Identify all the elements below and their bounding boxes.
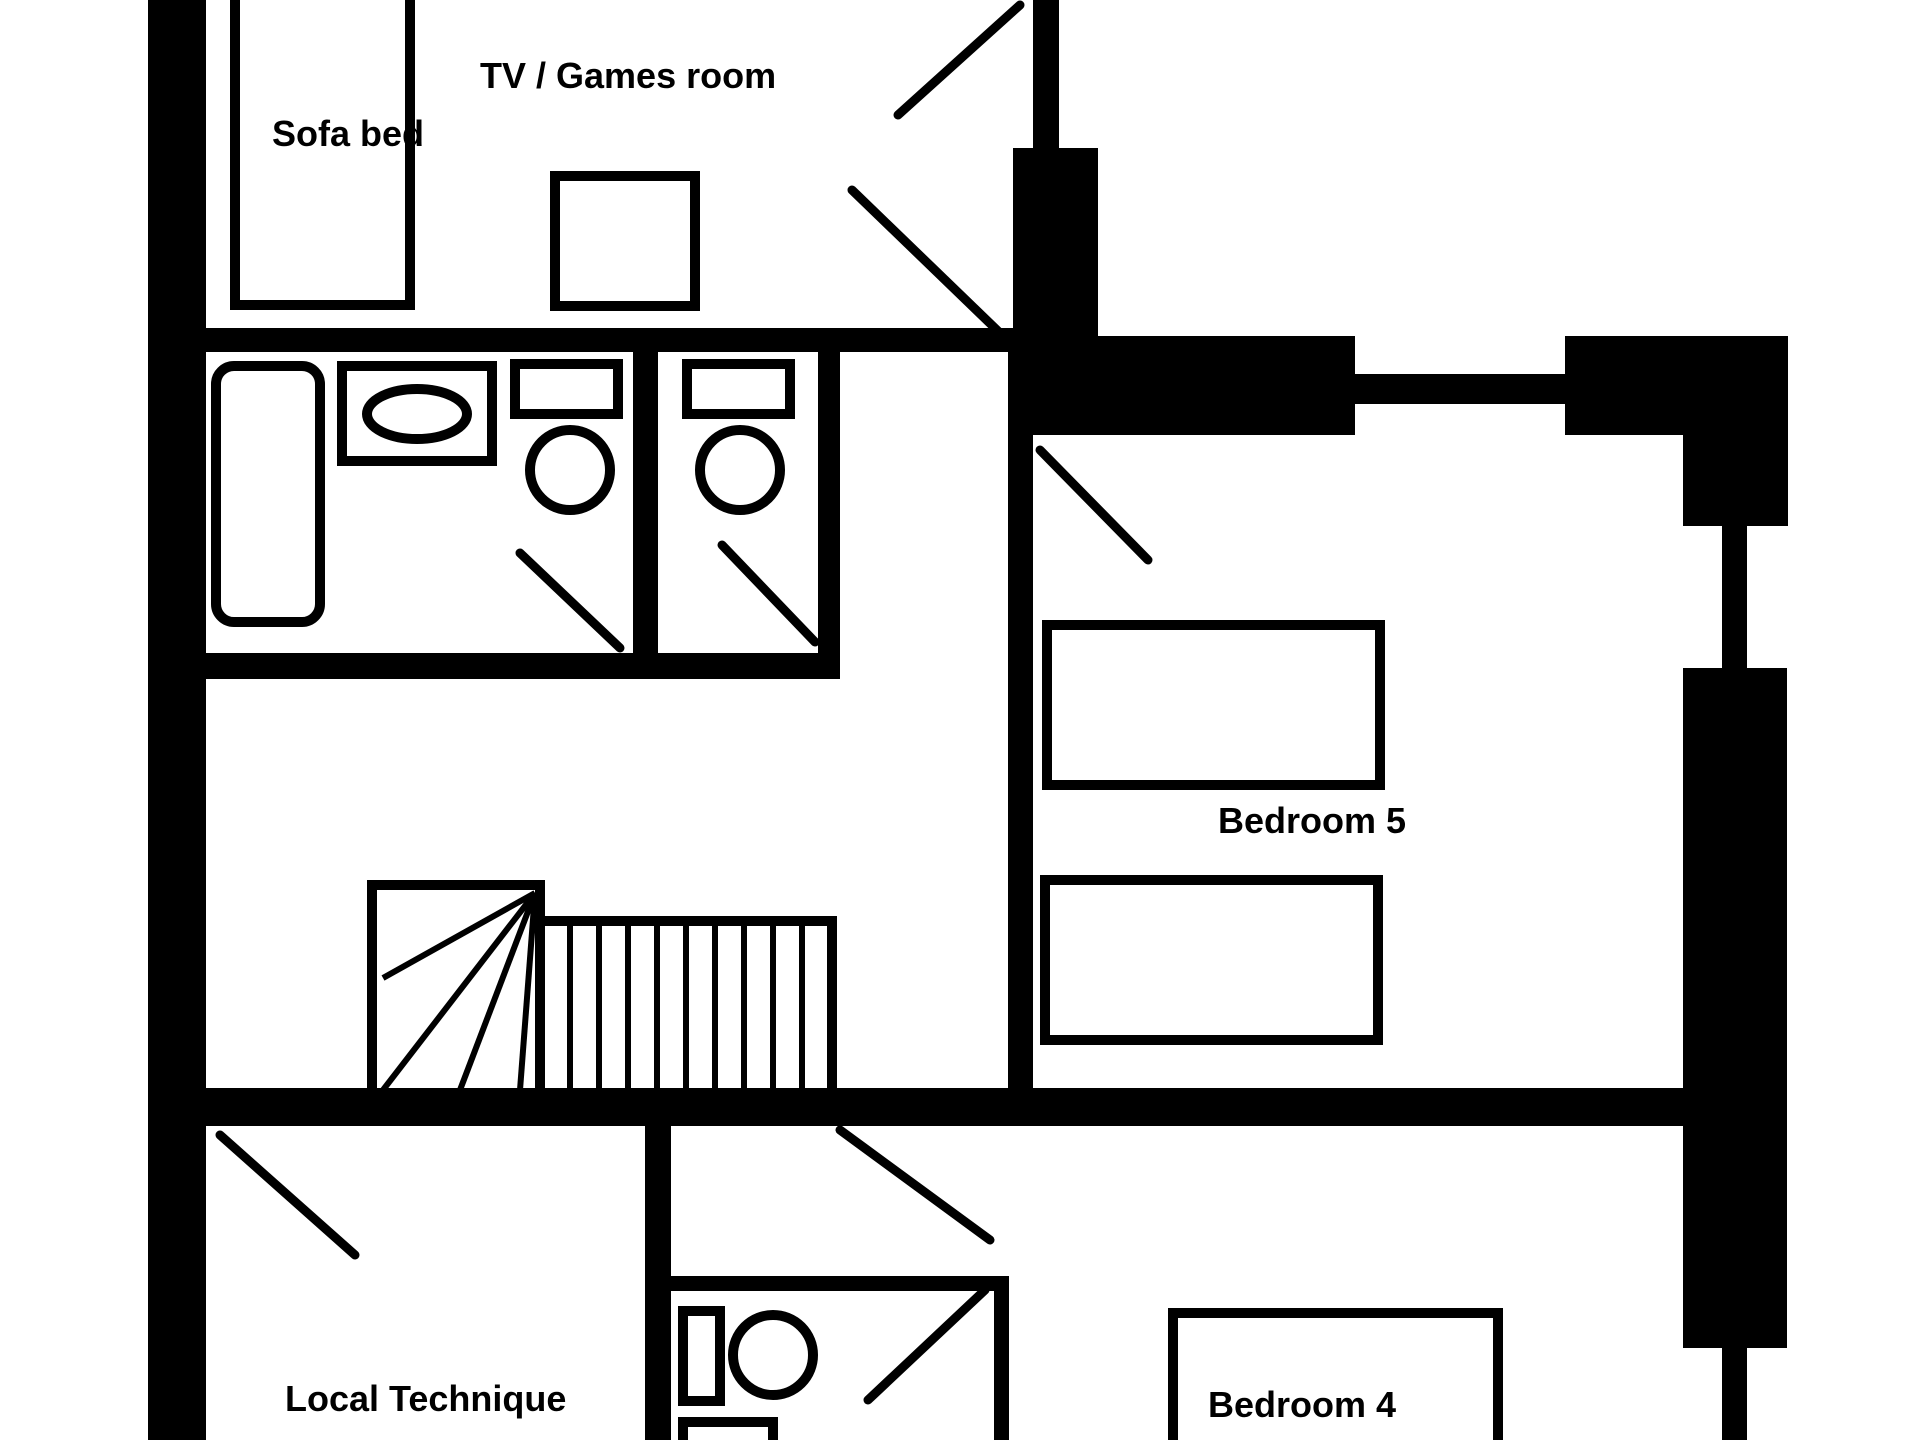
- wall-right-thin-lower: [1722, 1348, 1747, 1440]
- wall-tv-room-right: [1033, 0, 1059, 150]
- stair-winder-4: [517, 892, 538, 1091]
- room-labels: TV / Games room Sofa bed Bedroom 5 Local…: [272, 55, 1406, 1425]
- stair-flight: [535, 916, 837, 1100]
- washbasin: [337, 361, 497, 466]
- stair-winder-3: [457, 891, 538, 1092]
- sofa-bed: [230, 0, 415, 310]
- wall-left-exterior: [148, 0, 206, 1440]
- wall-corner-right: [1683, 336, 1788, 526]
- wall-lower-bath-right: [994, 1276, 1009, 1440]
- door-tv-room-top: [893, 0, 1025, 120]
- lower-toilet-bowl: [728, 1310, 818, 1400]
- label-bedroom-4: Bedroom 4: [1208, 1384, 1396, 1425]
- bedroom5-bed-2: [1040, 875, 1383, 1045]
- toilet-2-cistern: [682, 359, 795, 419]
- wall-tv-room-bottom: [206, 328, 1013, 352]
- wall-bathroom-divider: [633, 352, 658, 653]
- wall-bedroom5-left: [1008, 352, 1033, 1097]
- stair-winder-1: [381, 890, 537, 981]
- bedroom4-bed: [1168, 1308, 1503, 1440]
- door-wc: [717, 540, 820, 647]
- wall-bathroom-bottom: [206, 653, 840, 679]
- wall-lower-bath-top: [671, 1276, 1009, 1291]
- lower-basin: [678, 1417, 778, 1440]
- label-tv-games-room: TV / Games room: [480, 55, 776, 96]
- toilet-2-bowl: [695, 425, 785, 515]
- toilet-1-cistern: [510, 359, 623, 419]
- wall-lower-divider: [645, 1126, 671, 1440]
- wall-right-thick: [1683, 668, 1787, 1348]
- wall-bedroom5-top-left: [1013, 336, 1355, 435]
- walls: [148, 0, 1788, 1440]
- lower-toilet-cistern: [678, 1306, 725, 1406]
- bathtub: [211, 361, 325, 627]
- door-local-technique: [215, 1130, 360, 1260]
- fixtures: [211, 0, 1503, 1440]
- wall-right-thin-upper: [1722, 526, 1747, 668]
- door-bedroom4: [835, 1125, 995, 1245]
- wall-bathroom-right: [818, 352, 840, 679]
- bedroom5-bed-1: [1042, 620, 1385, 790]
- label-sofa-bed: Sofa bed: [272, 113, 424, 154]
- door-tv-room-lower: [847, 185, 1005, 338]
- door-lower-bath: [863, 1285, 990, 1405]
- label-local-technique: Local Technique: [285, 1378, 566, 1419]
- doors: [215, 0, 1153, 1405]
- label-bedroom-5: Bedroom 5: [1218, 800, 1406, 841]
- toilet-1-bowl: [525, 425, 615, 515]
- tv-table: [550, 171, 700, 311]
- door-bedroom5: [1035, 445, 1153, 565]
- stair-winder-2: [380, 891, 538, 1092]
- wall-bedroom5-top-thin: [1355, 374, 1567, 404]
- door-bathroom: [515, 548, 625, 653]
- staircase: [367, 880, 837, 1100]
- washbasin-bowl: [362, 384, 472, 444]
